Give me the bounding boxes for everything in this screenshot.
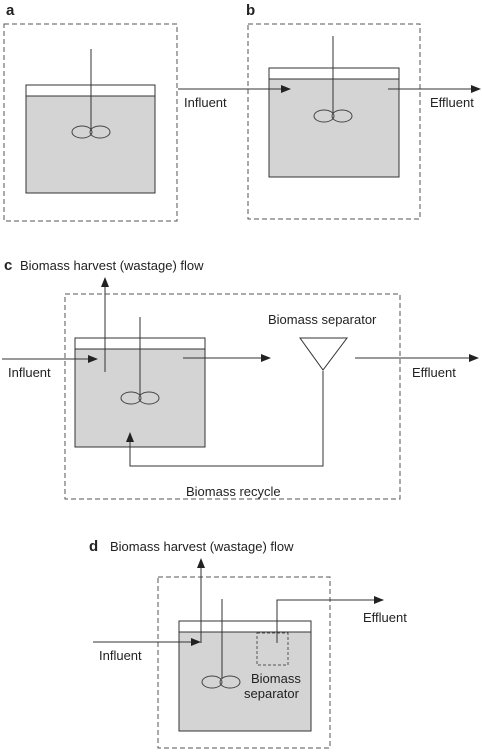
panel-b-influent-label: Influent bbox=[184, 95, 227, 110]
panel-c-impeller-icon bbox=[120, 391, 160, 405]
panel-c-influent-label: Influent bbox=[8, 365, 51, 380]
panel-c-recycle-line bbox=[126, 371, 324, 467]
panel-d-boundary bbox=[157, 576, 331, 749]
panel-c-recycle-label: Biomass recycle bbox=[186, 484, 281, 499]
panel-a: a bbox=[3, 2, 178, 222]
panel-d-harvest-label: Biomass harvest (wastage) flow bbox=[110, 539, 294, 554]
panel-c-separator-label: Biomass separator bbox=[268, 312, 377, 327]
panel-a-impeller-icon bbox=[71, 125, 111, 139]
panel-b-effluent-label: Effluent bbox=[430, 95, 474, 110]
panel-d-separator-label-line2: separator bbox=[244, 686, 300, 701]
panel-d-effluent-arrow bbox=[276, 596, 384, 643]
panel-c-boundary bbox=[64, 293, 401, 500]
panel-d-impeller-icon bbox=[201, 675, 241, 689]
panel-b-impeller-icon bbox=[313, 109, 353, 123]
panel-b-liquid bbox=[268, 78, 400, 178]
panel-c: c Biomass harvest (wastage) flow Influen… bbox=[2, 257, 479, 500]
panel-b: b Influent Effluent bbox=[178, 2, 481, 220]
panel-d: d Biomass harvest (wastage) flow Influen… bbox=[89, 538, 407, 749]
panel-d-liquid bbox=[178, 631, 312, 732]
panel-c-effluent-label: Effluent bbox=[412, 365, 456, 380]
panel-a-boundary bbox=[3, 23, 178, 222]
panel-b-boundary bbox=[247, 23, 421, 220]
panel-d-letter: d bbox=[89, 538, 98, 555]
panel-b-letter: b bbox=[246, 2, 255, 19]
panel-d-effluent-label: Effluent bbox=[363, 610, 407, 625]
panel-c-harvest-label: Biomass harvest (wastage) flow bbox=[20, 258, 204, 273]
panel-d-separator-box bbox=[256, 632, 289, 666]
panel-d-influent-label: Influent bbox=[99, 648, 142, 663]
panel-c-separator-icon bbox=[299, 337, 348, 371]
panel-c-letter: c bbox=[4, 257, 12, 274]
panel-d-separator-label-line1: Biomass bbox=[251, 671, 301, 686]
panel-a-letter: a bbox=[6, 2, 15, 19]
